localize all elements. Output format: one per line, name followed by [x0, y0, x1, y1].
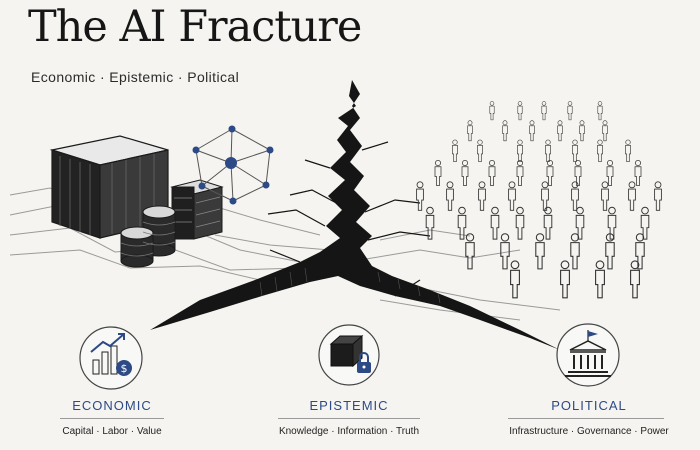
- person-figure: [517, 139, 523, 163]
- person-figure: [545, 139, 551, 163]
- person-figure: [606, 160, 614, 186]
- person-figure: [500, 233, 510, 270]
- person-figure: [571, 181, 579, 211]
- person-figure: [572, 139, 578, 163]
- person-figure: [425, 206, 435, 240]
- economic-icon-badge: $: [79, 326, 143, 390]
- coin-stacks: [120, 205, 176, 268]
- political-icon-badge: [556, 323, 620, 387]
- person-figure: [515, 206, 525, 240]
- pillar-divider: [508, 418, 664, 419]
- person-figure: [516, 160, 524, 186]
- person-figure: [502, 120, 508, 142]
- person-figure: [541, 101, 547, 121]
- person-figure: [434, 160, 442, 186]
- person-figure: [575, 206, 585, 240]
- person-figure: [546, 160, 554, 186]
- page-title: The AI Fracture: [28, 2, 362, 52]
- person-figure: [467, 120, 473, 142]
- pillar-title: POLITICAL: [551, 398, 627, 413]
- crowd-of-people: [416, 101, 662, 299]
- pillar-divider: [278, 418, 420, 419]
- person-figure: [489, 101, 495, 121]
- person-figure: [654, 181, 662, 211]
- epistemic-icon-badge: [318, 324, 380, 386]
- person-figure: [457, 206, 467, 240]
- person-figure: [557, 120, 563, 142]
- person-figure: [508, 181, 516, 211]
- storage-unit: [170, 179, 224, 240]
- person-figure: [529, 120, 535, 142]
- pillar-title: EPISTEMIC: [309, 398, 389, 413]
- person-figure: [560, 260, 570, 299]
- person-figure: [490, 206, 500, 240]
- person-figure: [579, 120, 585, 142]
- person-figure: [635, 233, 645, 270]
- person-figure: [597, 101, 603, 121]
- person-figure: [510, 260, 520, 299]
- person-figure: [543, 206, 553, 240]
- person-figure: [416, 181, 424, 211]
- person-figure: [630, 260, 640, 299]
- person-figure: [478, 181, 486, 211]
- person-figure: [477, 139, 483, 163]
- person-figure: [574, 160, 582, 186]
- person-figure: [634, 160, 642, 186]
- person-figure: [640, 206, 650, 240]
- person-figure: [452, 139, 458, 163]
- person-figure: [541, 181, 549, 211]
- person-figure: [628, 181, 636, 211]
- pillar-subtitle: Capital · Labor · Value: [62, 426, 162, 437]
- person-figure: [602, 120, 608, 142]
- person-figure: [465, 233, 475, 270]
- svg-text:$: $: [121, 362, 128, 375]
- person-figure: [625, 139, 631, 163]
- fracture-crack: [150, 80, 560, 350]
- pillar-divider: [60, 418, 164, 419]
- person-figure: [570, 233, 580, 270]
- person-figure: [605, 233, 615, 270]
- pillar-subtitle: Knowledge · Information · Truth: [278, 426, 420, 437]
- person-figure: [517, 101, 523, 121]
- person-figure: [446, 181, 454, 211]
- person-figure: [535, 233, 545, 270]
- pillar-subtitle: Infrastructure · Governance · Power: [509, 426, 669, 437]
- person-figure: [595, 260, 605, 299]
- person-figure: [488, 160, 496, 186]
- person-figure: [607, 206, 617, 240]
- pillar-title: ECONOMIC: [72, 398, 152, 413]
- person-figure: [601, 181, 609, 211]
- person-figure: [461, 160, 469, 186]
- page-subtitle: Economic · Epistemic · Political: [31, 69, 240, 85]
- network-nodes: [192, 125, 274, 205]
- network-graph: [195, 128, 271, 202]
- person-figure: [567, 101, 573, 121]
- person-figure: [597, 139, 603, 163]
